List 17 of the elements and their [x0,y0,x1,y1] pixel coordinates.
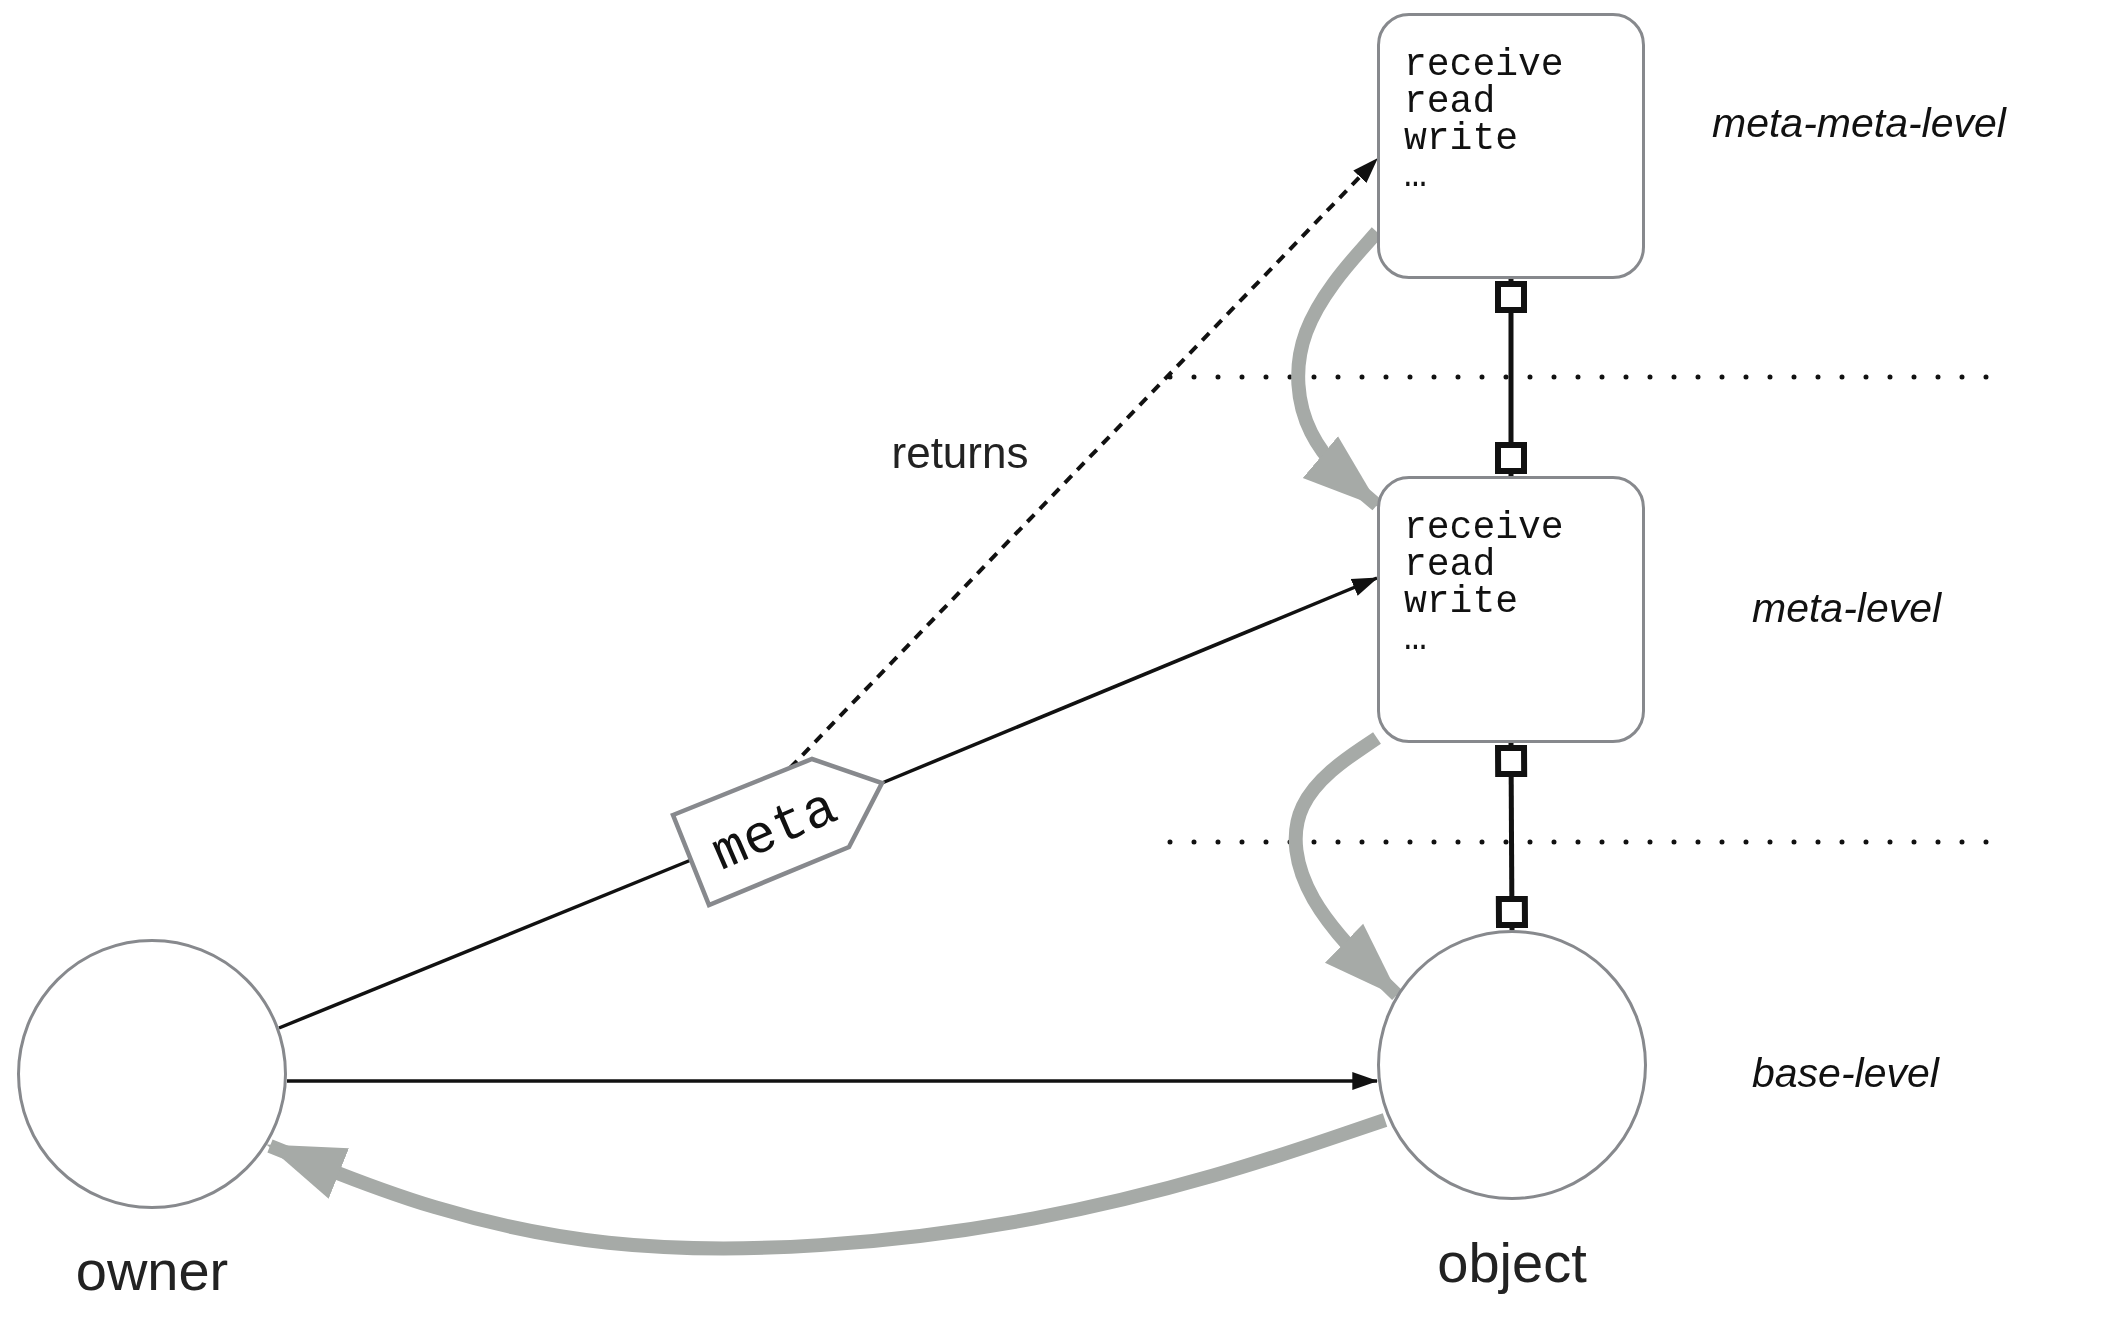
code-text: receive read write … [1404,46,1565,194]
rounded-box [1377,476,1645,743]
code-text: receive read write … [1404,509,1565,657]
level-label: base-level [1752,1050,1939,1097]
curved-arrow [266,1113,1388,1256]
node-caption: object [1437,1229,1587,1295]
tag-label: meta [703,777,847,885]
arrow [881,576,1379,785]
rounded-box [1377,13,1645,279]
arrow [287,1071,1379,1091]
connector-line [1495,743,1528,930]
node-caption: owner [75,1237,229,1303]
connector-line [1495,279,1527,476]
level-label: meta-meta-level [1712,100,2006,147]
level-label: meta-level [1752,585,1942,632]
line [278,858,692,1030]
curved-arrow [1288,732,1402,1000]
